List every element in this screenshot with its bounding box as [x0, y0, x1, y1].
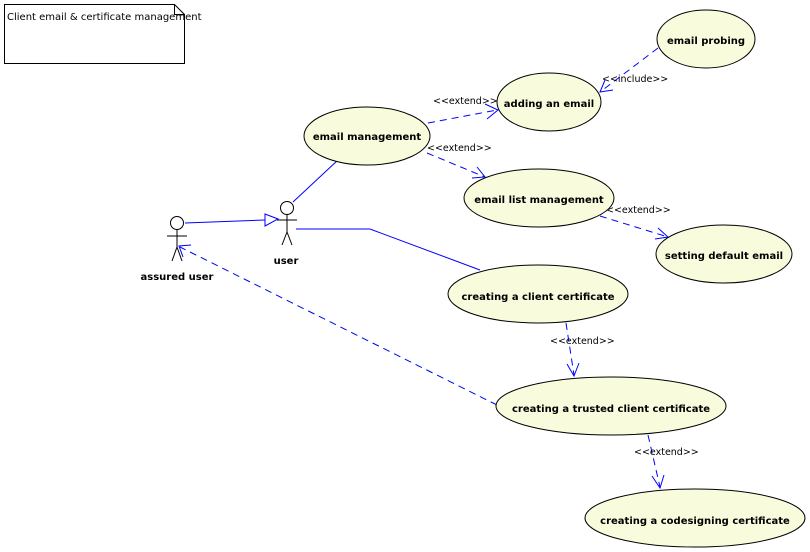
- use-case-setting-default-email[interactable]: setting default email: [655, 224, 793, 284]
- svg-text:creating a client certificate: creating a client certificate: [461, 292, 614, 303]
- association-user-client-certificate: [296, 228, 481, 271]
- use-case-email-list-management[interactable]: email list management: [463, 168, 615, 228]
- generalization-arrowhead-icon: [264, 213, 280, 227]
- svg-text:email probing: email probing: [667, 36, 745, 47]
- extend-label: <<extend>>: [433, 96, 498, 107]
- extend-label: <<extend>>: [550, 336, 615, 347]
- use-case-creating-client-certificate[interactable]: creating a client certificate: [447, 264, 629, 324]
- dependency-trusted-to-assured-user: [178, 244, 498, 406]
- actor-assured-user[interactable]: assured user: [141, 216, 214, 284]
- extend-email-mgmt-to-list: [426, 152, 486, 179]
- svg-text:adding an email: adding an email: [504, 99, 594, 110]
- actor-label: user: [274, 256, 299, 267]
- actor-user[interactable]: user: [274, 201, 299, 268]
- svg-text:creating a codesigning certifi: creating a codesigning certificate: [600, 516, 790, 527]
- use-case-email-probing[interactable]: email probing: [656, 9, 756, 69]
- association-user-email-management: [292, 159, 339, 203]
- extend-trusted-to-codesigning: [647, 434, 665, 490]
- extend-label: <<extend>>: [427, 143, 492, 154]
- use-case-adding-an-email[interactable]: adding an email: [496, 72, 602, 132]
- note-text: Client email & certificate management: [7, 12, 202, 23]
- extend-label: <<extend>>: [634, 447, 699, 458]
- use-case-creating-codesigning-certificate[interactable]: creating a codesigning certificate: [584, 488, 806, 548]
- svg-text:creating a trusted client cert: creating a trusted client certificate: [512, 404, 710, 415]
- extend-label: <<extend>>: [606, 205, 671, 216]
- generalization-line: [184, 219, 266, 224]
- diagram-note[interactable]: Client email & certificate management: [4, 4, 202, 64]
- use-case-creating-trusted-client-certificate[interactable]: creating a trusted client certificate: [495, 376, 727, 436]
- stick-figure-icon: [167, 216, 187, 262]
- extend-client-to-trusted: [565, 322, 580, 378]
- use-case-email-management[interactable]: email management: [303, 106, 431, 166]
- extend-email-mgmt-to-adding: [427, 103, 499, 124]
- include-label: <<include>>: [602, 74, 668, 85]
- svg-text:email list management: email list management: [474, 195, 604, 206]
- include-probing-to-adding: [599, 47, 659, 93]
- svg-text:setting default email: setting default email: [665, 251, 783, 262]
- svg-text:email management: email management: [313, 132, 422, 143]
- extend-list-to-setting: [599, 215, 670, 240]
- actor-label: assured user: [141, 272, 214, 283]
- stick-figure-icon: [277, 201, 297, 246]
